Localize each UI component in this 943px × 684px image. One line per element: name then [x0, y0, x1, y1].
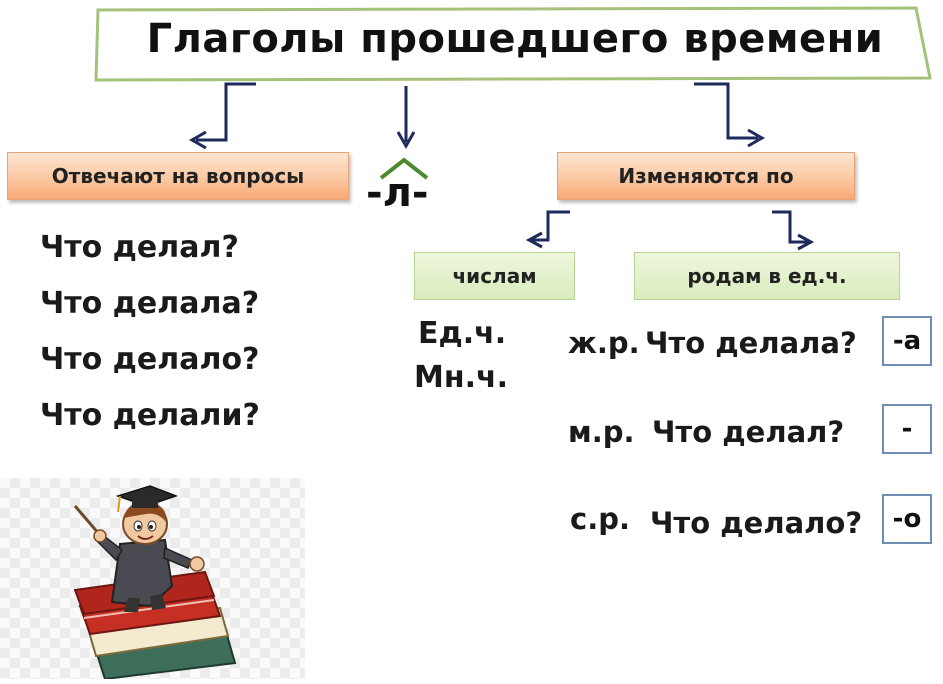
diagram-title: Глаголы прошедшего времени [110, 16, 920, 62]
gender-masculine-abbr: м.р. [568, 415, 635, 449]
gender-neuter-abbr: с.р. [570, 502, 630, 536]
question-item: Что делало? [40, 336, 260, 392]
gender-feminine-abbr: ж.р. [568, 326, 640, 360]
changes-by-box: Изменяются по [557, 152, 855, 200]
plural-label: Мн.ч. [414, 360, 508, 395]
changes-by-label: Изменяются по [618, 164, 793, 188]
numbers-label: числам [452, 264, 536, 288]
student-illustration-svg [0, 478, 305, 679]
gender-neuter-question: Что делало? [650, 506, 862, 540]
question-list: Что делал? Что делала? Что делало? Что д… [40, 224, 260, 448]
student-on-books-illustration [0, 478, 305, 679]
suffix-l: -л- [366, 170, 429, 216]
gender-feminine-question: Что делала? [645, 326, 857, 360]
ending-neuter-box: -о [882, 494, 932, 544]
question-item: Что делали? [40, 392, 260, 448]
genders-box: родам в ед.ч. [634, 252, 900, 300]
answers-questions-box: Отвечают на вопросы [7, 152, 349, 200]
gender-masculine-question: Что делал? [652, 415, 844, 449]
numbers-box: числам [414, 252, 575, 300]
ending-feminine-box: -а [882, 316, 932, 366]
ending-masculine: - [902, 414, 913, 444]
ending-masculine-box: - [882, 404, 932, 454]
question-item: Что делала? [40, 280, 260, 336]
ending-neuter: -о [893, 504, 922, 534]
question-item: Что делал? [40, 224, 260, 280]
ending-feminine: -а [893, 326, 921, 356]
singular-label: Ед.ч. [418, 316, 506, 351]
genders-label: родам в ед.ч. [687, 264, 846, 288]
answers-questions-label: Отвечают на вопросы [52, 164, 305, 188]
